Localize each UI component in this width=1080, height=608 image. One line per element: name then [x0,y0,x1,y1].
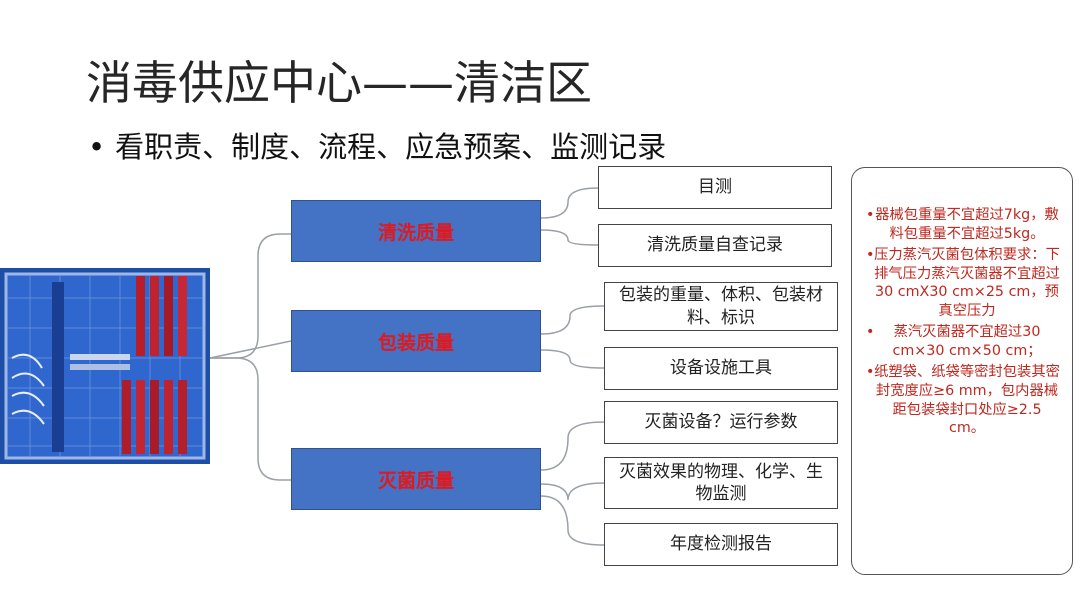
note-item: 器械包重量不宜超过7kg，敷料包重量不宜超过5kg。 [864,206,1060,244]
item-sterilization-monitoring: 灭菌效果的物理、化学、生物监测 [604,457,838,509]
category-packaging-quality: 包装质量 [291,310,541,372]
item-annual-test-report: 年度检测报告 [604,523,838,566]
item-cleaning-self-check-record: 清洗质量自查记录 [598,224,832,267]
slide-title: 消毒供应中心——清洁区 [86,56,592,110]
note-item: 纸塑袋、纸袋等密封包装其密封宽度应≥6 mm，包内器械距包装袋封口处应≥2.5 … [864,363,1060,438]
category-sterilization-quality: 灭菌质量 [291,448,541,510]
item-package-weight-volume: 包装的重量、体积、包装材料、标识 [604,282,838,331]
subtitle-bullet: • 看职责、制度、流程、应急预案、监测记录 [88,130,666,165]
category-cleaning-quality: 清洗质量 [291,200,541,262]
note-item: 压力蒸汽灭菌包体积要求：下排气压力蒸汽灭菌器不宜超过30 cmX30 cm×25… [864,246,1060,321]
item-visual-inspection: 目测 [598,166,832,209]
subtitle-text: 看职责、制度、流程、应急预案、监测记录 [115,130,667,164]
requirements-list: 器械包重量不宜超过7kg，敷料包重量不宜超过5kg。 压力蒸汽灭菌包体积要求：下… [864,206,1060,438]
bullet-icon: • [88,130,106,164]
requirements-note-box: 器械包重量不宜超过7kg，敷料包重量不宜超过5kg。 压力蒸汽灭菌包体积要求：下… [851,167,1073,575]
sterilization-basket-image [0,268,210,464]
item-sterilizer-parameters: 灭菌设备？运行参数 [604,401,838,444]
item-equipment-tools: 设备设施工具 [604,347,838,390]
note-item: 蒸汽灭菌器不宜超过30 cm×30 cm×50 cm； [864,323,1060,361]
